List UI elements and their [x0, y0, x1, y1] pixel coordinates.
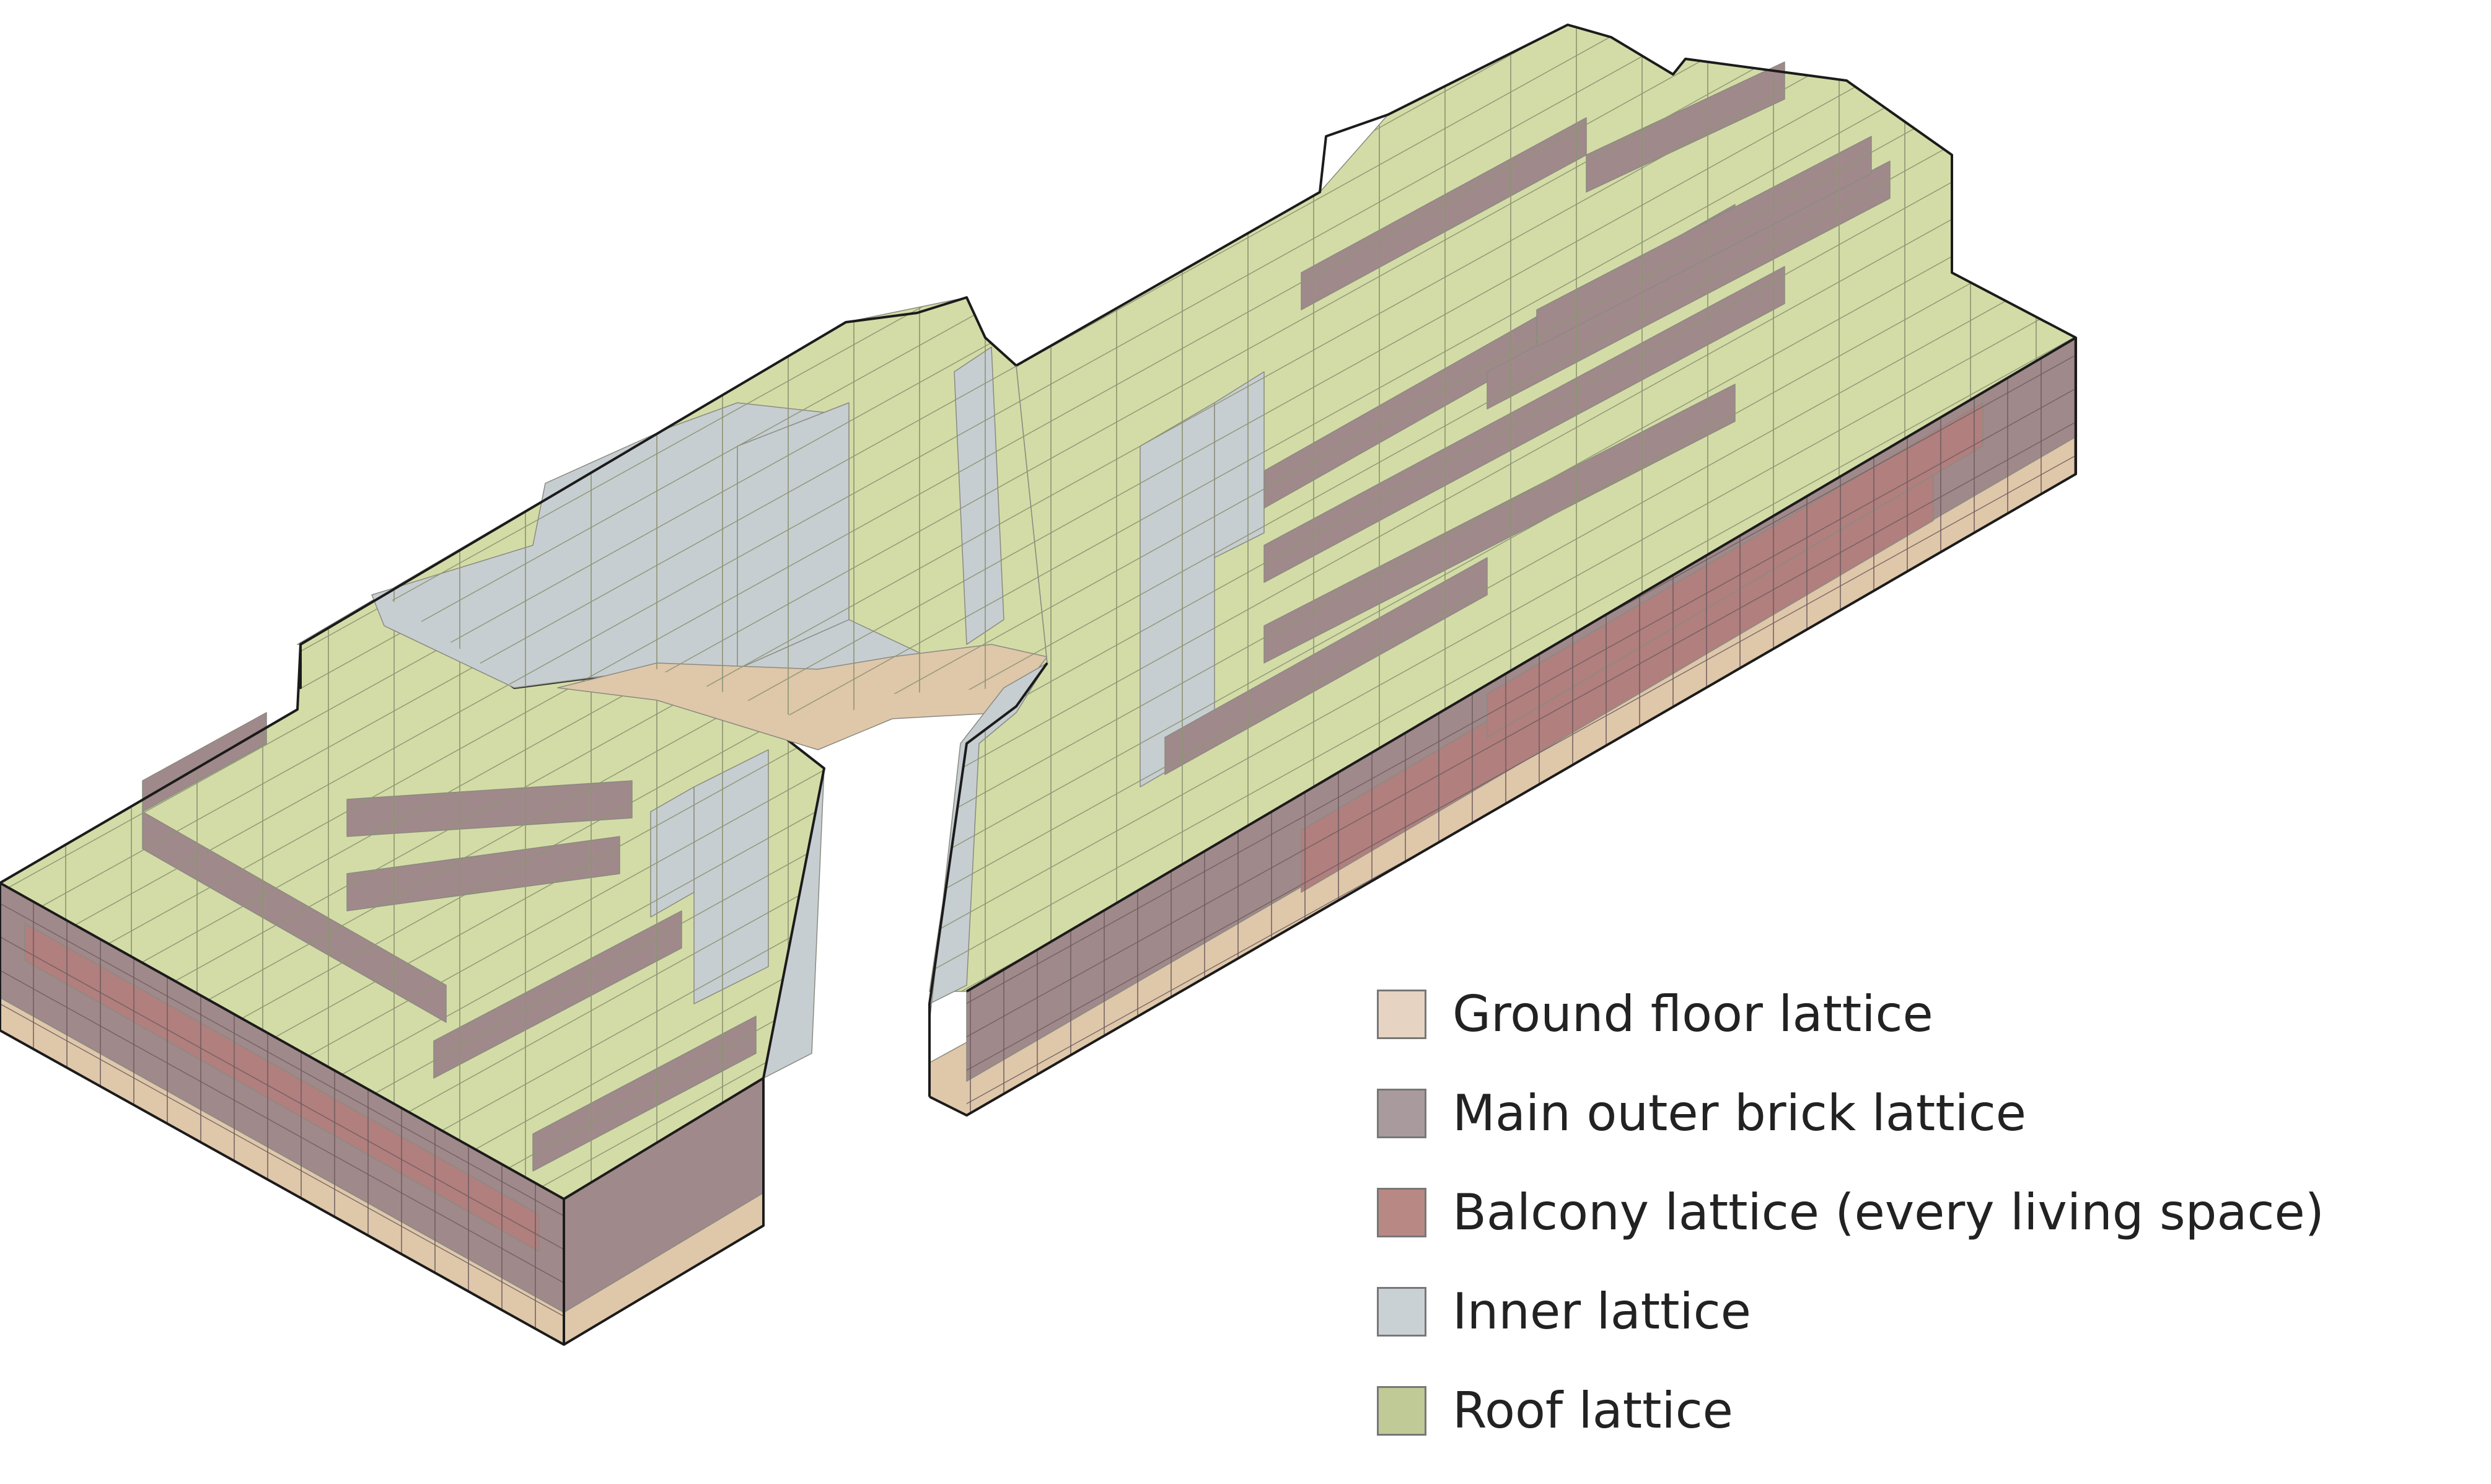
legend: Ground floor lattice Main outer brick la…: [1377, 988, 2467, 1484]
legend-label-ground: Ground floor lattice: [1452, 985, 1933, 1044]
legend-item-inner: Inner lattice: [1377, 1286, 2467, 1338]
legend-label-brick: Main outer brick lattice: [1452, 1084, 2026, 1143]
legend-swatch-balcony: [1377, 1188, 1426, 1237]
legend-label-roof: Roof lattice: [1452, 1381, 1733, 1441]
legend-swatch-ground: [1377, 990, 1426, 1039]
legend-label-inner: Inner lattice: [1452, 1282, 1751, 1341]
right-wing: [923, 19, 2082, 1122]
legend-swatch-brick: [1377, 1089, 1426, 1138]
legend-label-balcony: Balcony lattice (every living space): [1452, 1183, 2324, 1242]
legend-item-balcony: Balcony lattice (every living space): [1377, 1187, 2467, 1239]
legend-item-roof: Roof lattice: [1377, 1385, 2467, 1437]
legend-item-brick: Main outer brick lattice: [1377, 1087, 2467, 1139]
legend-swatch-inner: [1377, 1287, 1426, 1337]
legend-item-ground: Ground floor lattice: [1377, 988, 2467, 1040]
legend-swatch-roof: [1377, 1386, 1426, 1436]
